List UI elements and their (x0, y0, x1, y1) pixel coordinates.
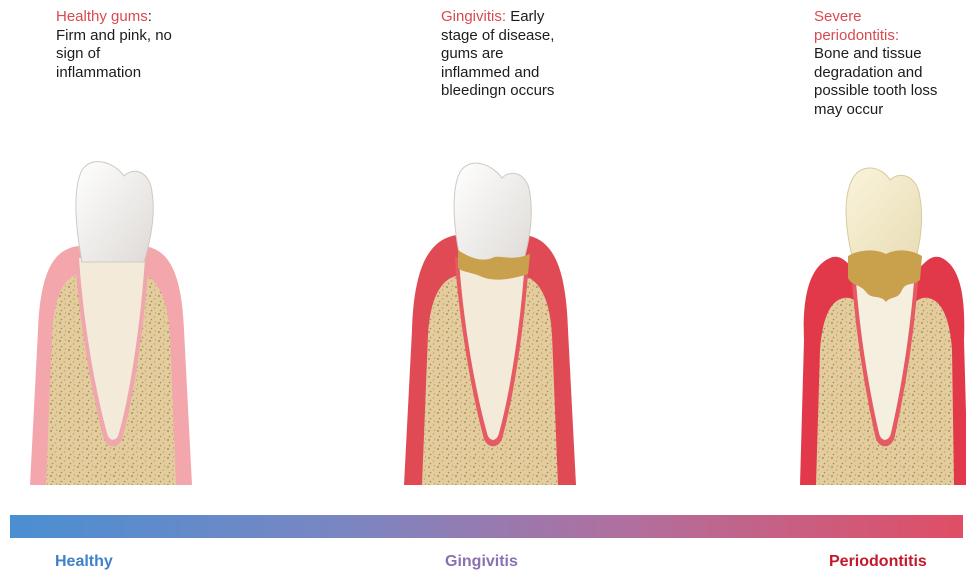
severity-gradient-bar (10, 515, 963, 538)
stage-label-gingivitis: Gingivitis (445, 553, 518, 571)
gingivitis-tooth-illustration (400, 150, 580, 486)
healthy-tooth-illustration (22, 150, 202, 486)
gingivitis-crown (454, 163, 531, 266)
healthy-caption-text: Firm and pink, no sign of inflammation (56, 27, 184, 83)
periodontitis-tooth-illustration (794, 150, 966, 486)
healthy-caption: Healthy gums: Firm and pink, no sign of … (56, 8, 231, 82)
healthy-caption-title: Healthy gums (56, 8, 148, 25)
gingivitis-caption-block: Gingivitis: Early stage of disease, gums… (441, 8, 569, 101)
stage-label-healthy: Healthy (55, 553, 113, 571)
stage-label-periodontitis: Periodontitis (829, 553, 927, 571)
healthy-crown (76, 162, 153, 262)
periodontitis-caption-text: Bone and tissue degradation and possible… (814, 45, 964, 119)
periodontitis-crown (846, 168, 922, 264)
gingivitis-caption: Gingivitis: Early stage of disease, gums… (441, 8, 601, 101)
gingivitis-caption-title: Gingivitis: (441, 8, 506, 25)
periodontitis-caption-title: Severe periodontitis: (814, 8, 924, 45)
periodontitis-caption: Severe periodontitis: Bone and tissue de… (814, 8, 964, 119)
